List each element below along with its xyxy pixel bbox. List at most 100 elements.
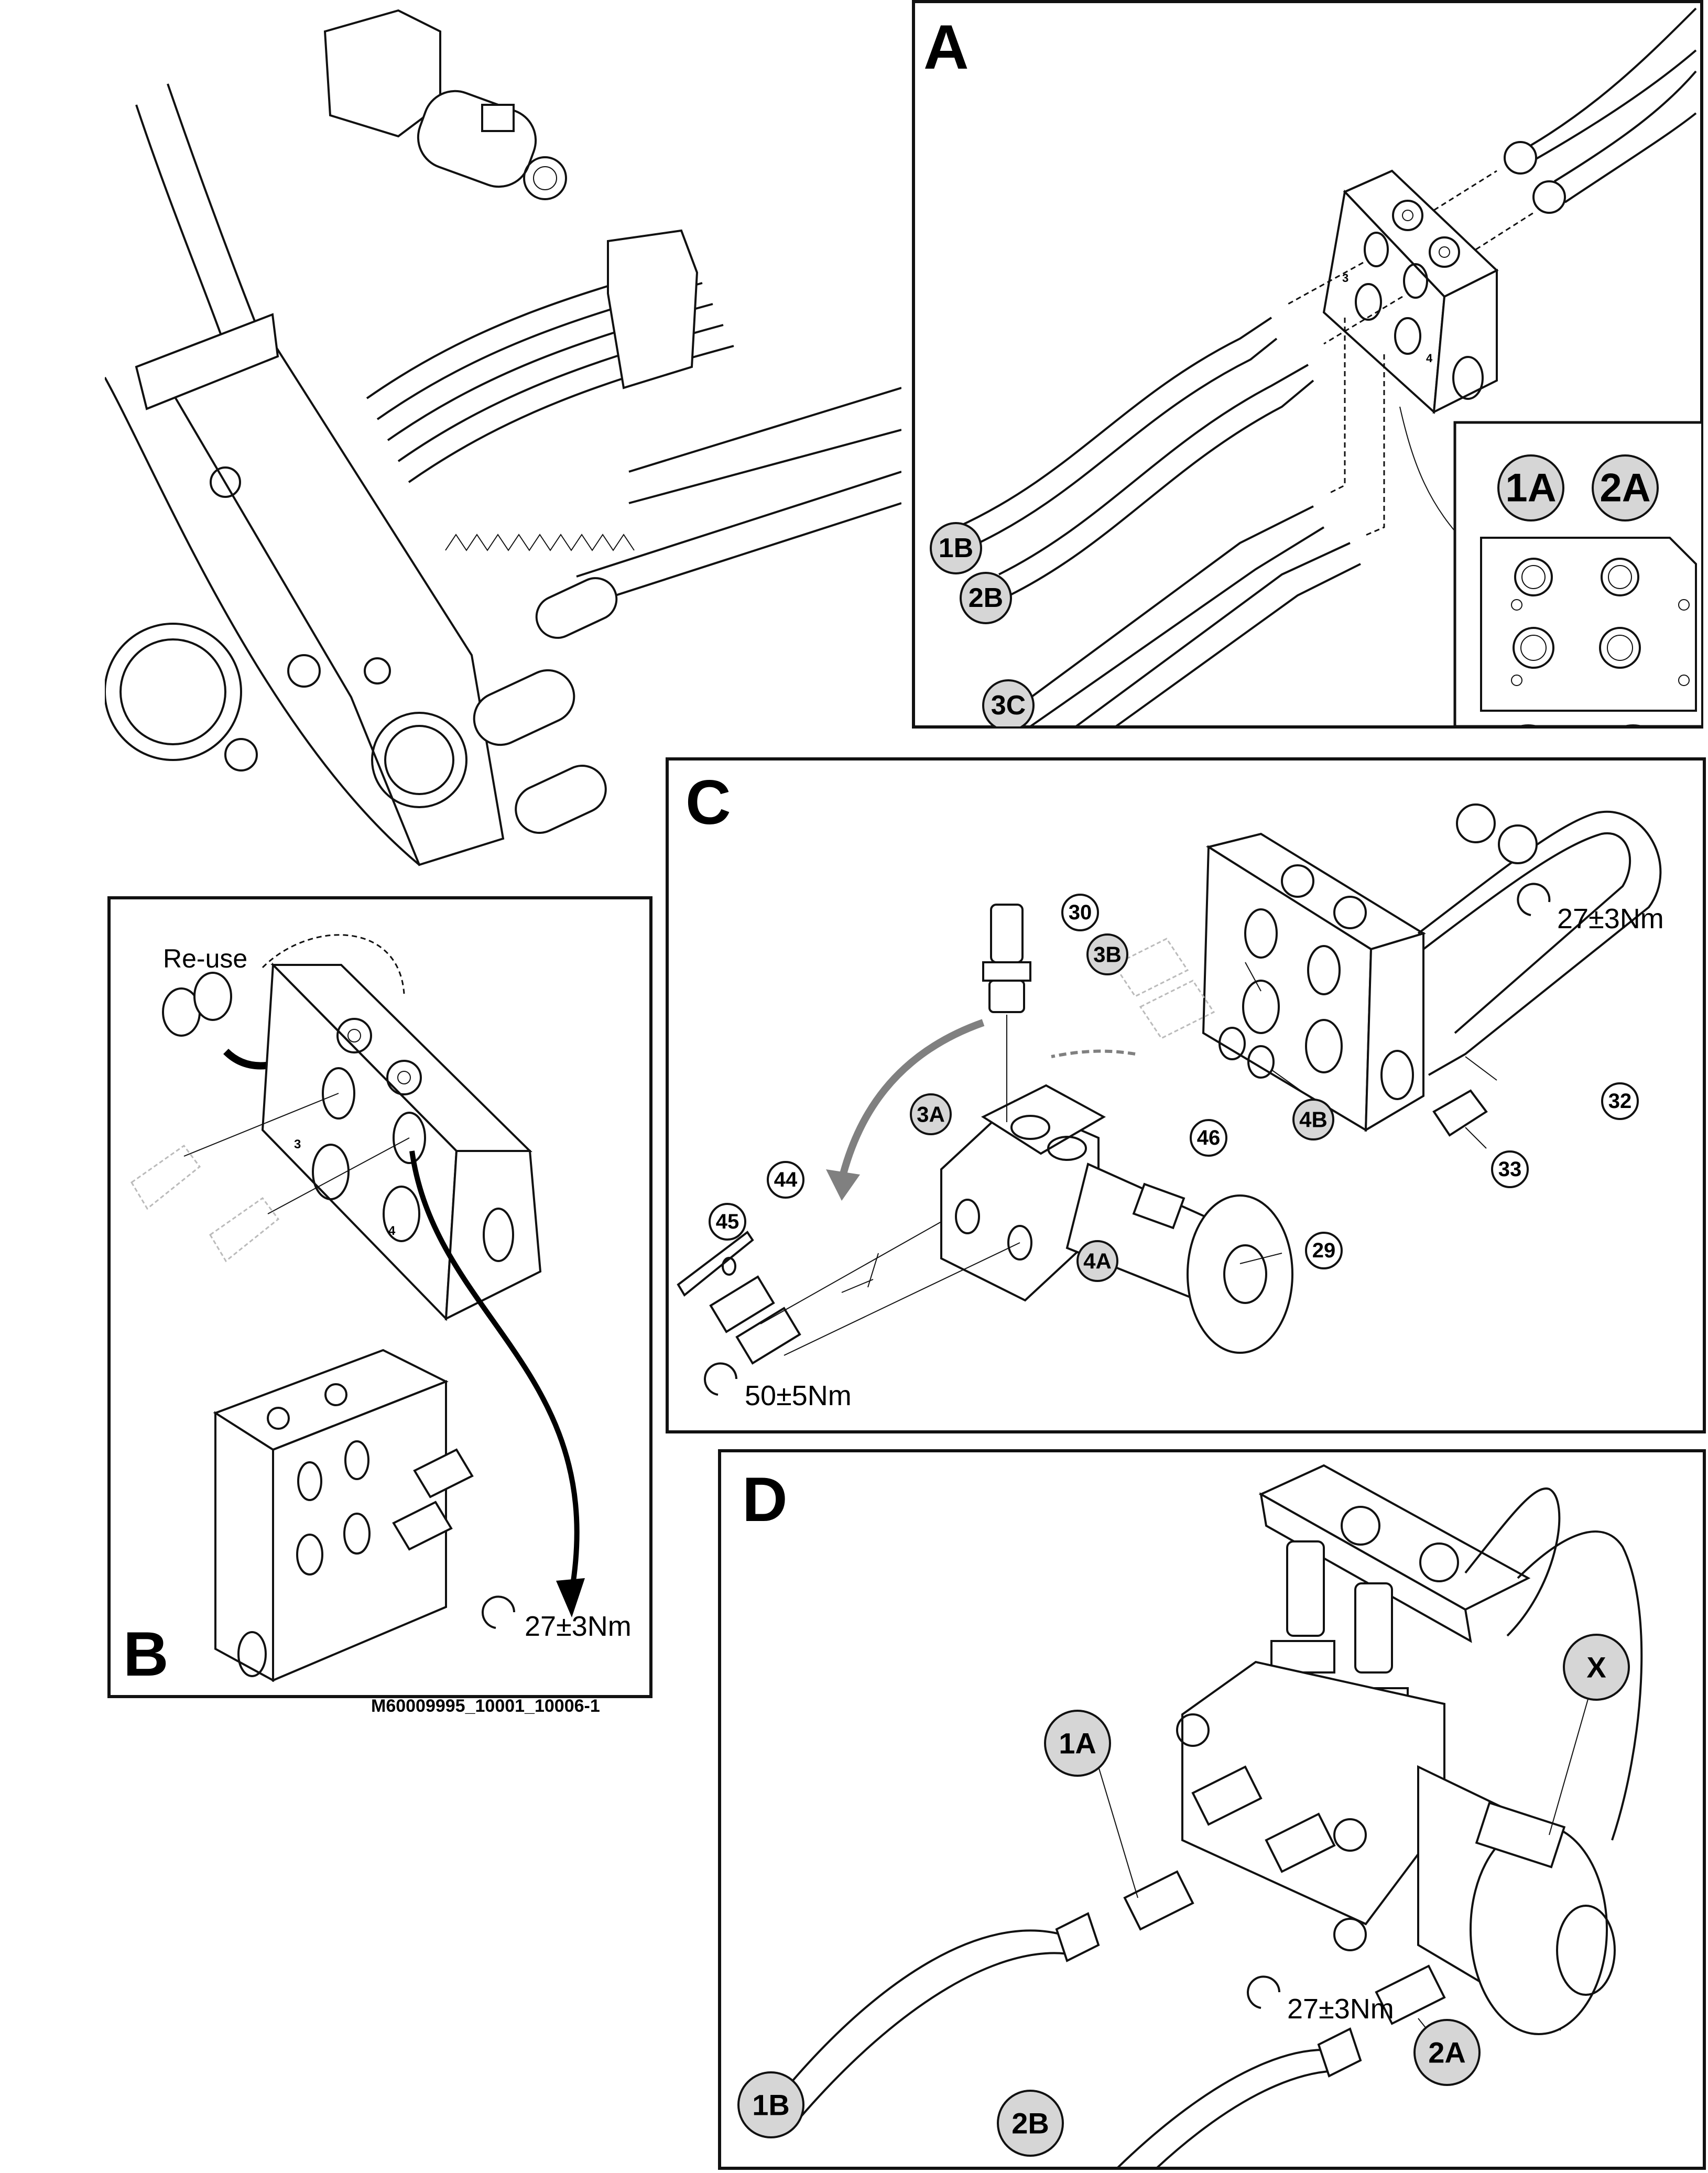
svg-text:44: 44 — [774, 1168, 798, 1191]
ghost-fitting-icon — [1139, 980, 1215, 1039]
reuse-label: Re-use — [163, 944, 247, 973]
svg-text:4B: 4B — [1299, 1107, 1328, 1132]
hose-nut-icon — [1504, 141, 1537, 175]
torque-icon — [1247, 1975, 1280, 2009]
tube-nut-icon — [1456, 803, 1496, 843]
callout-32: 32 — [1601, 1082, 1639, 1120]
hose-nut-icon — [1532, 180, 1566, 214]
port-mark-3: 3 — [294, 1137, 301, 1151]
panel-c-drawing: 27±3Nm — [677, 803, 1664, 1411]
panel-d: D 27±3Nm — [718, 1449, 1706, 2170]
port-mark-3: 3 — [1342, 271, 1348, 285]
port-mark-4: 4 — [1426, 352, 1433, 365]
svg-text:30: 30 — [1069, 901, 1092, 924]
callout-4B: 4B — [1292, 1099, 1334, 1140]
torque-lower-label: 50±5Nm — [745, 1380, 852, 1411]
overview-illustration — [105, 0, 901, 891]
o-ring-icon — [1219, 1027, 1246, 1060]
panel-a-drawing: 3 4 1 — [930, 7, 1701, 726]
svg-text:1B: 1B — [752, 2089, 790, 2122]
callout-1A: 1A — [1497, 454, 1564, 521]
fitting-2A-icon — [1375, 1964, 1446, 2025]
svg-text:4A: 4A — [1083, 1249, 1112, 1274]
callout-30: 30 — [1061, 894, 1099, 931]
torque-icon — [704, 1362, 737, 1396]
fitting-icon — [735, 1307, 801, 1365]
callout-29: 29 — [1305, 1232, 1343, 1269]
callout-3C: 3C — [982, 679, 1035, 726]
svg-text:2A: 2A — [1428, 2036, 1466, 2069]
panel-c-letter: C — [686, 767, 731, 838]
torque-icon — [482, 1595, 515, 1629]
svg-text:1B: 1B — [939, 533, 973, 563]
fitting-1A-icon — [1123, 1870, 1194, 1931]
torque-upper-label: 27±3Nm — [1557, 903, 1664, 935]
fitting-icon — [413, 1448, 474, 1498]
callout-44: 44 — [767, 1161, 804, 1199]
svg-text:2B: 2B — [969, 583, 1003, 613]
fitting-icon — [392, 1501, 453, 1551]
callout-33: 33 — [1491, 1150, 1529, 1188]
callout-2A: 2A — [1413, 2019, 1481, 2086]
connector-terminal-icon — [1475, 1801, 1566, 1868]
svg-text:3B: 3B — [1093, 942, 1122, 967]
panel-b: B Re-use 3 4 — [107, 896, 652, 1698]
svg-text:1A: 1A — [1505, 466, 1556, 510]
callout-2B: 2B — [960, 572, 1012, 624]
torque-label: 27±3Nm — [1287, 1993, 1394, 2025]
ghost-fitting-icon — [209, 1197, 280, 1263]
callout-45: 45 — [709, 1203, 746, 1241]
fitting-icon — [1265, 1812, 1336, 1873]
fitting-icon — [709, 1275, 775, 1333]
callout-1A: 1A — [1044, 1710, 1111, 1777]
machine-frame-drawing — [105, 9, 901, 866]
svg-text:29: 29 — [1312, 1239, 1336, 1262]
svg-text:45: 45 — [716, 1210, 739, 1233]
fitting-icon — [1191, 1765, 1263, 1826]
washer-44-icon — [722, 1257, 736, 1276]
drawing-id: M60009995_10001_10006-1 — [371, 1696, 600, 1716]
svg-text:33: 33 — [1498, 1158, 1522, 1181]
callout-3B: 3B — [1086, 933, 1128, 975]
callout-4A: 4A — [1076, 1240, 1118, 1282]
valve-block-a: 3 4 — [1322, 169, 1499, 415]
move-arrow — [409, 1150, 580, 1592]
port-mark-4: 4 — [388, 1224, 396, 1238]
svg-text:3A: 3A — [917, 1102, 945, 1127]
ghost-fitting-icon — [130, 1144, 201, 1210]
torque-icon — [1517, 883, 1551, 916]
svg-text:3C: 3C — [991, 690, 1026, 721]
callout-2B: 2B — [997, 2090, 1064, 2157]
callout-3A: 3A — [910, 1093, 952, 1135]
panel-b-letter: B — [123, 1619, 169, 1689]
panel-c: C 27±3Nm — [666, 757, 1706, 1433]
solenoid-nut-icon — [1556, 1905, 1616, 1996]
reuse-dashed-arrow — [262, 934, 405, 994]
panel-d-letter: D — [742, 1464, 788, 1535]
svg-text:32: 32 — [1608, 1090, 1632, 1113]
callout-3B: 3B — [1516, 724, 1540, 726]
panel-d-drawing: 27±3Nm 1A X 2A 1B 2B — [737, 1464, 1643, 2168]
ghost-fitting-icon — [1113, 938, 1189, 997]
svg-text:1A: 1A — [1059, 1727, 1096, 1760]
hose-nut-icon — [1055, 1912, 1100, 1962]
svg-text:X: X — [1586, 1651, 1606, 1684]
callout-46: 46 — [1190, 1119, 1227, 1157]
tube-nut-icon — [1498, 824, 1538, 864]
hose-nut-icon — [1317, 2027, 1362, 2078]
panel-a-letter: A — [923, 12, 969, 82]
bolt-45-icon — [677, 1231, 754, 1297]
plug-icon — [193, 972, 232, 1021]
svg-text:46: 46 — [1197, 1126, 1221, 1149]
connector-terminal-icon — [1132, 1182, 1185, 1230]
torque-label: 27±3Nm — [525, 1611, 632, 1642]
solenoid-nut-icon — [1223, 1244, 1267, 1304]
solenoid-valve-overview — [323, 9, 567, 200]
callout-4B: 4B — [1621, 724, 1645, 726]
swing-arrow — [838, 1019, 985, 1181]
panel-a: A 3 4 — [912, 0, 1703, 729]
fitting-33-icon — [1432, 1089, 1488, 1137]
callout-1B: 1B — [737, 2071, 804, 2138]
callout-X: X — [1563, 1634, 1630, 1701]
callout-1B: 1B — [930, 522, 982, 574]
